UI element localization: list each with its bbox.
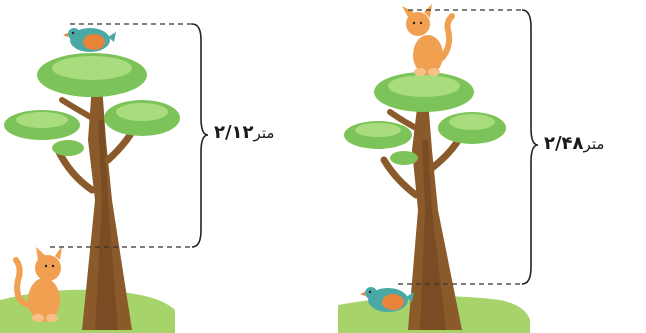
left-tree bbox=[4, 53, 180, 330]
right-bottom-bird bbox=[360, 287, 414, 312]
left-height-unit: متر bbox=[253, 124, 275, 142]
left-height-brace bbox=[191, 23, 209, 248]
right-tree-trunk bbox=[408, 100, 462, 330]
right-panel bbox=[338, 4, 539, 333]
right-height-value: ۲/۴۸ bbox=[544, 133, 584, 154]
left-top-bird bbox=[63, 28, 116, 52]
right-top-cat bbox=[402, 4, 455, 76]
right-height-label: متر۲/۴۸ bbox=[544, 133, 610, 154]
left-panel bbox=[0, 23, 209, 333]
left-height-value: ۲/۱۲ bbox=[214, 122, 254, 143]
right-tree bbox=[344, 72, 506, 330]
left-height-label: متر۲/۱۲ bbox=[214, 122, 280, 143]
left-bottom-cat bbox=[13, 246, 62, 322]
right-height-brace bbox=[521, 9, 539, 285]
right-height-unit: متر bbox=[583, 135, 605, 153]
